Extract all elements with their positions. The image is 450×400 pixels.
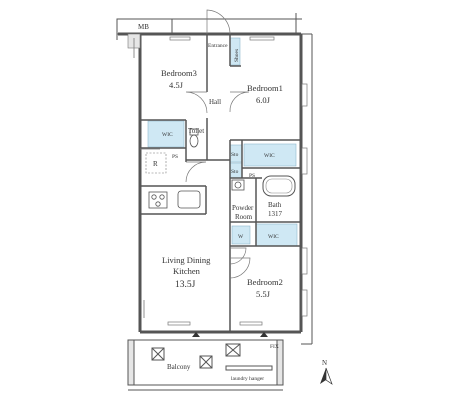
balcony-label: Balcony	[167, 363, 191, 371]
north-label: N	[322, 359, 327, 367]
sto-upper-label: Sto	[231, 152, 239, 158]
north-arrow-icon	[320, 367, 333, 385]
wic-lower-label: WIC	[268, 234, 279, 240]
shoe-storage-label: Shoes	[234, 49, 240, 62]
refrigerator-label: R	[153, 160, 158, 168]
wic-left-label: WIC	[162, 132, 173, 138]
toilet-label: Toilet	[188, 127, 204, 135]
bedroom3-name: Bedroom3	[161, 68, 197, 78]
wic-right-label: WIC	[264, 153, 275, 159]
refrigerator-space	[145, 152, 167, 174]
outdoor-unit-3	[225, 343, 241, 357]
top-windows	[169, 36, 275, 41]
ps-right-label: PS	[249, 173, 255, 179]
bathtub	[262, 175, 296, 197]
kitchen-sink	[177, 190, 201, 209]
bedroom1-size: 6.0J	[256, 95, 271, 105]
right-windows	[301, 83, 308, 317]
bottom-windows	[167, 321, 268, 337]
outdoor-unit-2	[199, 355, 213, 369]
right-structure	[295, 13, 313, 345]
hall-label: Hall	[209, 98, 221, 106]
sto-lower-label: Sto	[231, 169, 239, 175]
bedroom2-name: Bedroom2	[247, 277, 283, 287]
ldk-label-2: Kitchen	[173, 266, 201, 276]
bath-size: 1317	[268, 210, 283, 218]
entrance-label: Entrance	[208, 43, 228, 49]
wic-left-fill	[147, 120, 185, 148]
laundry-hanger-label: laundry hanger	[231, 376, 264, 382]
washer-fill	[231, 225, 251, 245]
exterior-walls	[118, 32, 303, 334]
ldk-size: 13.5J	[175, 280, 196, 290]
bedroom2-size: 5.5J	[256, 289, 271, 299]
powder-sink	[231, 179, 245, 191]
mb-label: MB	[138, 23, 149, 31]
left-windows	[133, 38, 145, 318]
doors	[140, 9, 251, 279]
interior-walls	[140, 34, 301, 332]
kitchen-fixtures	[148, 190, 201, 209]
toilet-fixture	[189, 128, 199, 148]
ps-left-label: PS	[172, 154, 178, 160]
bedroom3-size: 4.5J	[169, 80, 184, 90]
bath-name: Bath	[268, 201, 282, 209]
bathtub-inner	[265, 178, 293, 194]
bedroom1-name: Bedroom1	[247, 83, 283, 93]
outdoor-unit-1	[151, 347, 165, 361]
powder-room-label-1: Powder	[232, 204, 254, 212]
mb-box	[116, 18, 173, 35]
hanger-bar	[225, 365, 273, 371]
powder-room-label-2: Room	[235, 213, 253, 221]
storage-fills	[147, 37, 298, 247]
wic-right-fill	[243, 143, 297, 167]
balcony	[127, 339, 284, 391]
ldk-label-1: Living Dining	[162, 255, 211, 265]
fix-label: FIX	[270, 344, 279, 350]
washer-label: W	[238, 234, 244, 240]
stove	[148, 191, 168, 209]
